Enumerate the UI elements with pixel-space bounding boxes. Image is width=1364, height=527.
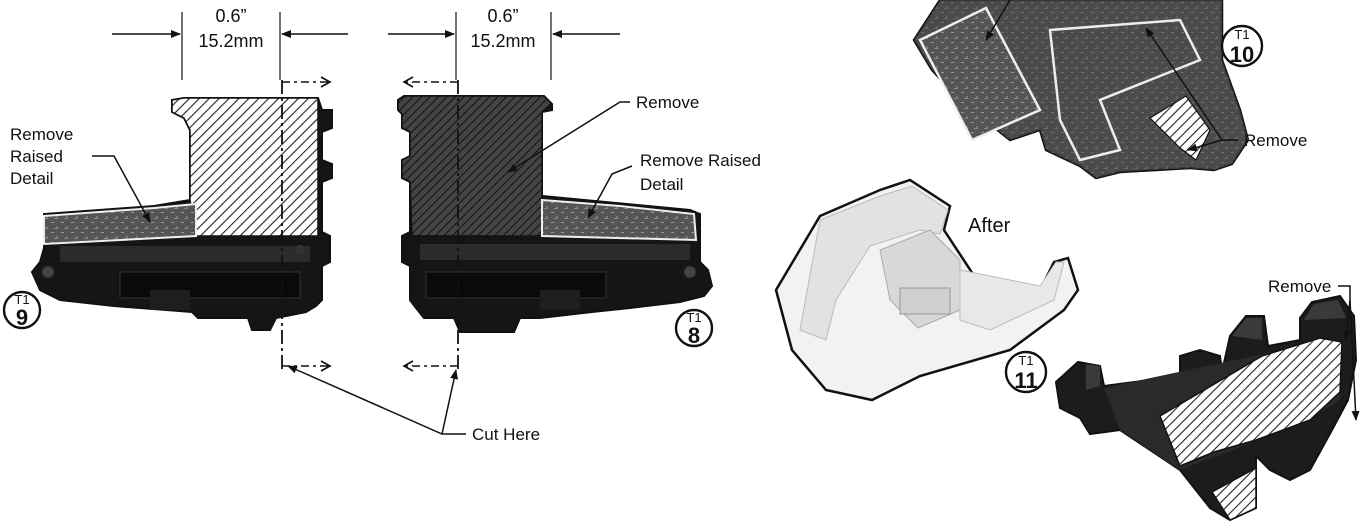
raised-detail-strip — [541, 198, 698, 242]
part-detail — [150, 290, 190, 310]
badge-number: 10 — [1230, 42, 1254, 67]
hatched-cut-area — [1159, 337, 1343, 467]
part-left: T1 9 — [2, 76, 333, 372]
label-line: Detail — [10, 169, 53, 188]
badge-number: 9 — [16, 305, 28, 330]
label-after: After — [968, 215, 1011, 237]
raised-panel-outline — [1048, 18, 1202, 162]
part-badge: T1 10 — [1220, 24, 1264, 68]
dimension-inches: 0.6” — [215, 6, 246, 26]
label-text: Remove — [636, 93, 699, 112]
leader-arrow — [1145, 27, 1223, 141]
label-remove-raised-detail-right: Remove Raised Detail — [587, 151, 761, 219]
part-detail — [60, 246, 310, 262]
label-line: Raised — [10, 147, 63, 166]
label-text: Remove — [1244, 131, 1307, 150]
leader-arrow — [587, 165, 633, 219]
badge-tier: T1 — [1018, 353, 1033, 368]
part-bottom-right: T1 11 Remove — [1004, 277, 1360, 522]
label-text: Cut Here — [472, 425, 540, 444]
part-detail — [1086, 364, 1100, 390]
raised-detail-strip — [43, 202, 197, 246]
leader-arrow — [441, 369, 458, 435]
badge-number: 8 — [688, 323, 700, 348]
part-badge: T1 8 — [674, 308, 714, 348]
leader-arrow — [985, 0, 1011, 41]
badge-tier: T1 — [686, 310, 701, 325]
badge-number: 11 — [1014, 368, 1037, 393]
dimension-mm: 15.2mm — [470, 31, 535, 51]
part-badge: T1 9 — [2, 290, 42, 330]
part-top-right: T1 10 Remove — [912, 0, 1307, 180]
part-center: T1 8 — [397, 76, 714, 372]
badge-tier: T1 — [1234, 27, 1249, 42]
raised-panel — [918, 6, 1042, 142]
part-screw-hole — [295, 245, 305, 255]
part-face — [799, 185, 949, 341]
leader-arrow — [507, 101, 630, 173]
label-line: Detail — [640, 175, 683, 194]
part-screw-hole — [41, 265, 55, 279]
part-detail — [420, 244, 690, 260]
part-detail — [1304, 300, 1346, 320]
hatched-cut-area — [397, 95, 554, 237]
part-detail — [899, 287, 951, 315]
label-cut-here: Cut Here — [287, 365, 540, 444]
leader-arrow — [1338, 285, 1351, 341]
badge-tier: T1 — [14, 292, 29, 307]
part-detail — [540, 290, 580, 310]
label-remove-top-right: Remove — [1145, 27, 1307, 152]
leader-arrow — [287, 365, 466, 435]
part-after: After — [774, 178, 1080, 402]
dimension-inches: 0.6” — [487, 6, 518, 26]
leader-arrow — [1349, 299, 1360, 421]
part-detail — [119, 271, 301, 299]
label-remove-raised-detail-left: Remove Raised Detail — [10, 125, 151, 223]
part-face — [959, 261, 1065, 331]
part-screw-hole — [683, 265, 697, 279]
leader-arrow — [92, 155, 151, 223]
label-line: Remove — [10, 125, 73, 144]
part-detail — [1232, 318, 1262, 340]
dimension-mm: 15.2mm — [198, 31, 263, 51]
label-text: Remove — [1268, 277, 1331, 296]
dimension-left: 0.6” 15.2mm — [112, 6, 348, 80]
hatched-cut-area — [1210, 466, 1257, 521]
part-badge: T1 11 — [1004, 350, 1048, 394]
label-line: Remove Raised — [640, 151, 761, 170]
label-remove-center: Remove — [507, 93, 699, 173]
label-remove-bottom-right: Remove — [1268, 277, 1360, 421]
dimension-center: 0.6” 15.2mm — [388, 6, 620, 80]
